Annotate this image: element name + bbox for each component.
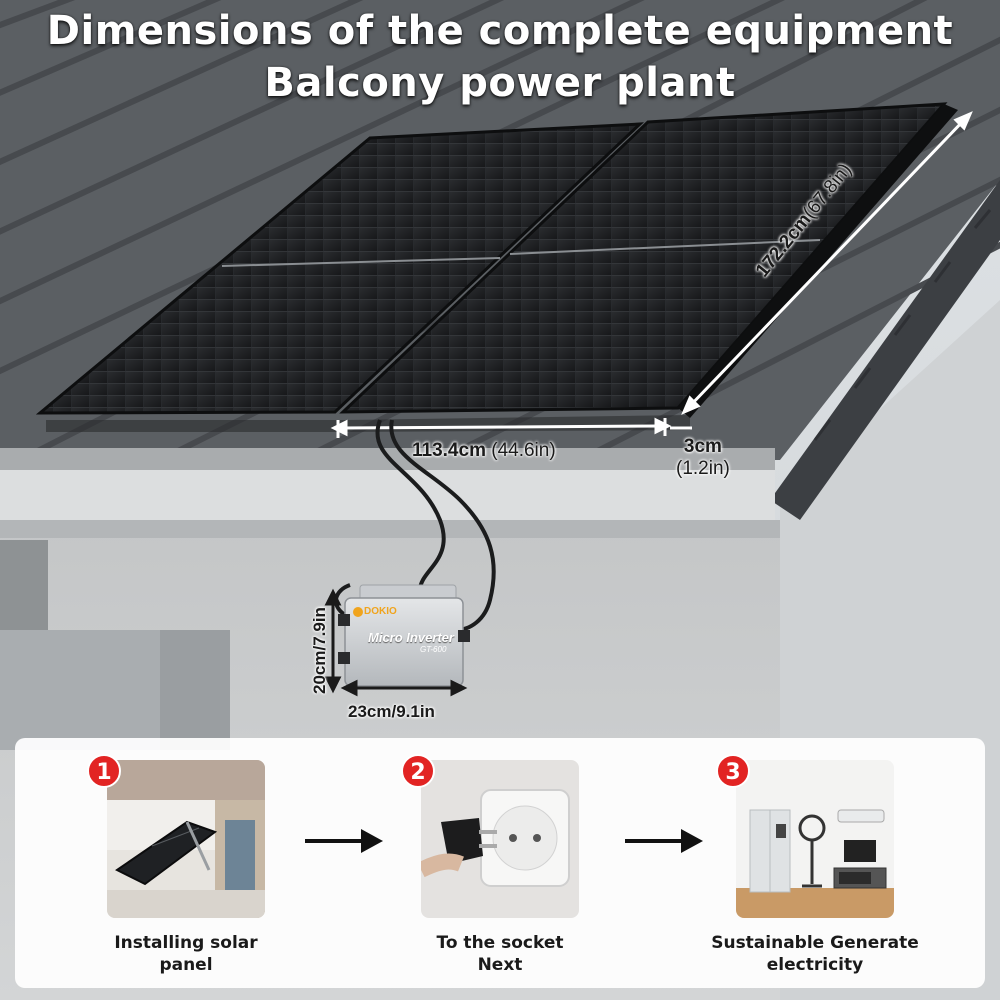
- step-3-label: Sustainable Generate electricity: [711, 933, 919, 975]
- step-1-label: Installing solar panel: [114, 933, 258, 975]
- inverter-width-label: 23cm/9.1in: [348, 702, 435, 721]
- inverter-height-label: 20cm/7.9in: [310, 607, 329, 694]
- title-line-2: Balcony power plant: [264, 60, 736, 106]
- step-1-badge: 1: [87, 754, 121, 788]
- step-2-badge: 2: [401, 754, 435, 788]
- panel-width-label: 113.4cm (44.6in): [412, 440, 556, 461]
- step-3-badge: 3: [716, 754, 750, 788]
- inverter-brand: DOKIO: [364, 606, 397, 617]
- title-line-1: Dimensions of the complete equipment: [46, 8, 954, 54]
- dimension-lines: [330, 111, 973, 438]
- step-2-label: To the socket Next: [436, 933, 564, 975]
- panel-thickness-label: 3cm (1.2in): [676, 436, 730, 479]
- step-2-image: [421, 760, 579, 918]
- gutter: [0, 448, 775, 472]
- arrow-right-icon: [305, 829, 383, 853]
- solar-panel-left: [35, 122, 644, 415]
- inverter-model: GT-600: [420, 645, 447, 654]
- step-3-image: [736, 760, 894, 918]
- step-1-image: [107, 760, 265, 918]
- installation-steps-panel: 1 Installing solar panel 2: [15, 738, 985, 988]
- arrow-right-icon: [625, 829, 703, 853]
- micro-inverter: [338, 584, 470, 687]
- inverter-name: Micro Inverter: [368, 630, 454, 645]
